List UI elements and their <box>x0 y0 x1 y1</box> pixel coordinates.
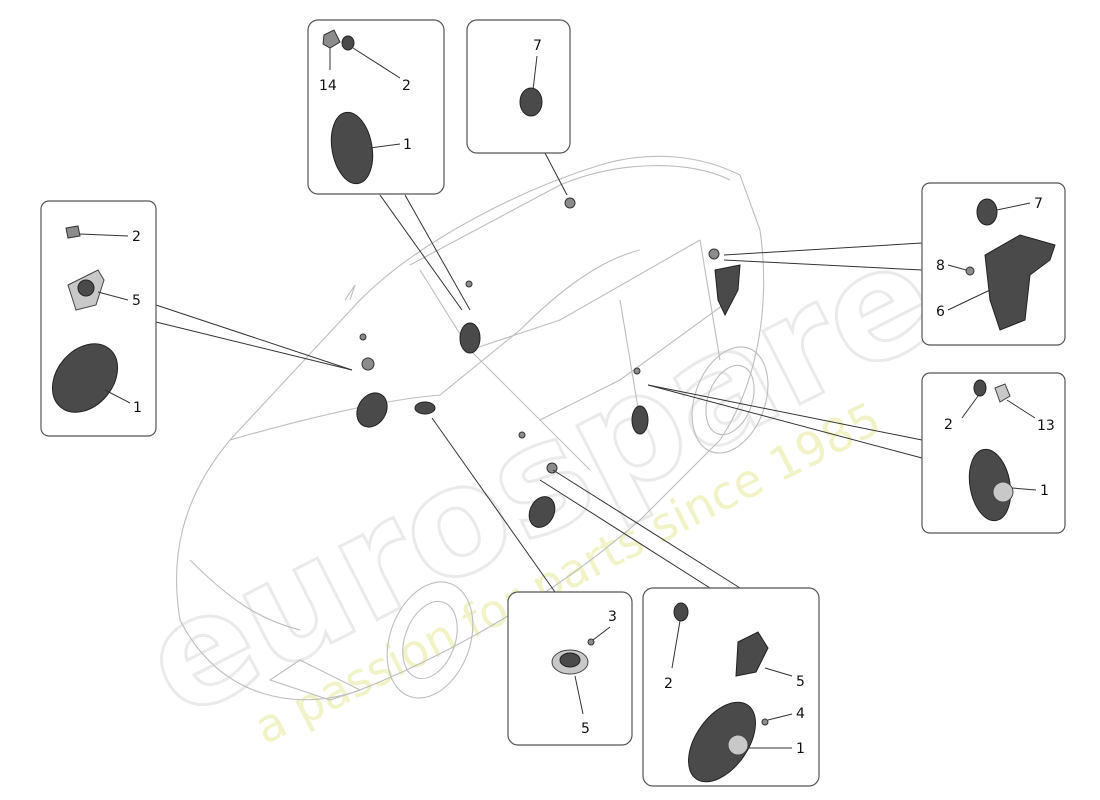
callout-label: 8 <box>936 258 945 274</box>
callout-label: 2 <box>402 78 411 94</box>
speaker-center <box>414 401 436 415</box>
detail-box-top: 7 <box>466 19 571 154</box>
detail-box-bottom-mid: 3 5 <box>507 591 633 746</box>
speaker-roof <box>465 280 473 288</box>
woofer-speaker <box>968 448 1012 522</box>
tweeter-rear-door <box>633 367 641 375</box>
detail-box-right-top: 7 8 6 <box>921 182 1066 346</box>
woofer-speaker <box>51 343 119 413</box>
detail-box-top-left: 14 2 1 <box>307 19 445 195</box>
screw <box>965 266 975 276</box>
tweeter-housing <box>322 29 341 49</box>
woofer-speaker <box>330 111 374 185</box>
callout-label: 7 <box>1034 196 1043 212</box>
tweeter-rear-pillar <box>708 248 720 260</box>
speaker-front-door <box>356 392 388 428</box>
callout-label: 6 <box>936 304 945 320</box>
tweeter-cap <box>341 35 355 51</box>
speaker-door-lower <box>528 496 556 528</box>
car-outline <box>176 155 769 701</box>
detail-box-left: 2 5 1 <box>40 200 157 437</box>
midrange-cone <box>77 279 95 297</box>
callout-label: 1 <box>133 400 142 416</box>
callout-label: 1 <box>403 137 412 153</box>
tweeter-a-pillar <box>359 333 367 341</box>
tweeter-speaker <box>976 198 998 226</box>
tweeter-front-door-lower <box>518 431 526 439</box>
screw <box>587 638 595 646</box>
speaker-rear-door <box>631 405 649 435</box>
magnet <box>992 481 1014 503</box>
detail-box-right-mid: 2 13 1 <box>921 372 1066 534</box>
callout-label: 7 <box>533 38 542 54</box>
callout-label: 5 <box>132 293 141 309</box>
subwoofer-enclosure <box>984 234 1056 331</box>
speaker-dash <box>459 322 481 354</box>
subwoofer-enclosure <box>714 264 741 317</box>
callout-label: 5 <box>581 721 590 737</box>
magnet <box>727 734 749 756</box>
callout-label: 2 <box>664 676 673 692</box>
leader-lines <box>155 152 923 593</box>
callout-label: 2 <box>944 417 953 433</box>
car-installed-parts <box>356 197 741 528</box>
screw <box>761 718 769 726</box>
tweeter-cap <box>65 225 81 239</box>
callout-label: 13 <box>1037 418 1055 434</box>
callout-label: 4 <box>796 706 805 722</box>
callout-label: 1 <box>796 741 805 757</box>
tweeter-cap <box>673 602 689 622</box>
detail-box-bottom-right: 2 5 4 1 <box>642 587 820 787</box>
tweeter-front <box>361 357 375 371</box>
speaker-rear-roof <box>564 197 576 209</box>
callout-label: 14 <box>319 78 337 94</box>
tweeter-housing <box>994 383 1011 403</box>
midrange-speaker <box>735 631 769 677</box>
callout-label: 5 <box>796 674 805 690</box>
woofer-speaker <box>688 701 756 783</box>
callout-label: 2 <box>132 229 141 245</box>
midrange-cone <box>559 652 581 668</box>
callout-label: 1 <box>1040 483 1049 499</box>
roof-speaker <box>519 87 543 117</box>
tweeter-cap <box>973 379 987 397</box>
callout-label: 3 <box>608 609 617 625</box>
